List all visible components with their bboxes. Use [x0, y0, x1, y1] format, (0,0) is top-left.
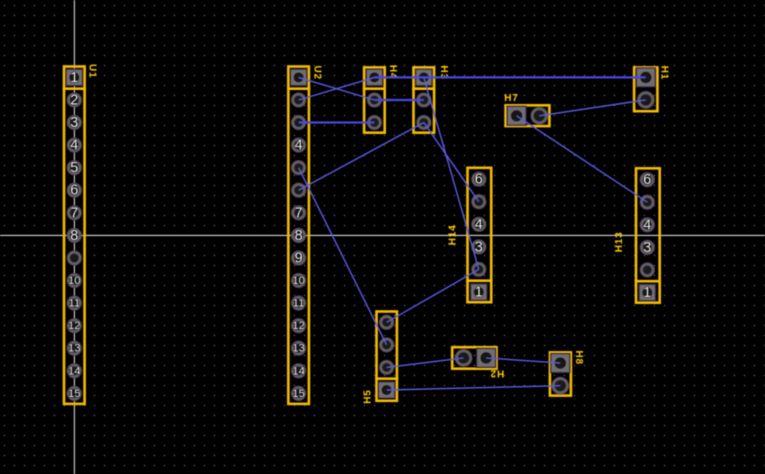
- svg-text:13: 13: [292, 343, 305, 355]
- svg-text:15: 15: [292, 388, 305, 400]
- svg-text:3: 3: [643, 240, 651, 256]
- svg-text:12: 12: [292, 320, 305, 332]
- svg-text:1: 1: [475, 285, 483, 301]
- svg-text:H2: H2: [490, 368, 504, 379]
- svg-text:4: 4: [475, 217, 483, 233]
- svg-text:U1: U1: [86, 64, 97, 78]
- svg-text:H1: H1: [659, 66, 670, 80]
- svg-text:H5: H5: [363, 389, 374, 403]
- svg-text:3: 3: [475, 239, 483, 255]
- svg-text:7: 7: [70, 205, 78, 221]
- svg-text:7: 7: [295, 205, 303, 221]
- svg-text:H4: H4: [387, 65, 398, 79]
- svg-text:H7: H7: [504, 93, 518, 104]
- svg-text:11: 11: [293, 298, 305, 310]
- svg-text:6: 6: [475, 172, 483, 188]
- svg-text:H14: H14: [448, 225, 459, 246]
- svg-text:1: 1: [643, 285, 651, 301]
- svg-text:8: 8: [295, 228, 303, 244]
- svg-text:4: 4: [70, 138, 78, 154]
- svg-text:9: 9: [295, 251, 303, 267]
- svg-text:10: 10: [292, 275, 305, 287]
- svg-text:4: 4: [295, 138, 303, 154]
- svg-text:8: 8: [70, 228, 78, 244]
- svg-text:11: 11: [68, 298, 80, 310]
- svg-text:3: 3: [70, 115, 78, 131]
- svg-text:H3: H3: [438, 66, 449, 80]
- svg-text:5: 5: [70, 160, 78, 176]
- svg-text:14: 14: [292, 365, 305, 377]
- svg-text:14: 14: [68, 365, 81, 377]
- svg-text:4: 4: [643, 217, 651, 233]
- svg-text:H13: H13: [614, 232, 625, 253]
- svg-text:13: 13: [68, 343, 81, 355]
- svg-text:H8: H8: [573, 351, 584, 365]
- svg-text:1: 1: [70, 70, 78, 86]
- svg-text:15: 15: [68, 388, 81, 400]
- svg-text:12: 12: [68, 320, 81, 332]
- svg-text:10: 10: [68, 275, 81, 287]
- svg-text:2: 2: [70, 93, 78, 109]
- svg-text:U2: U2: [312, 66, 323, 80]
- svg-text:6: 6: [643, 172, 651, 188]
- svg-text:6: 6: [70, 183, 78, 199]
